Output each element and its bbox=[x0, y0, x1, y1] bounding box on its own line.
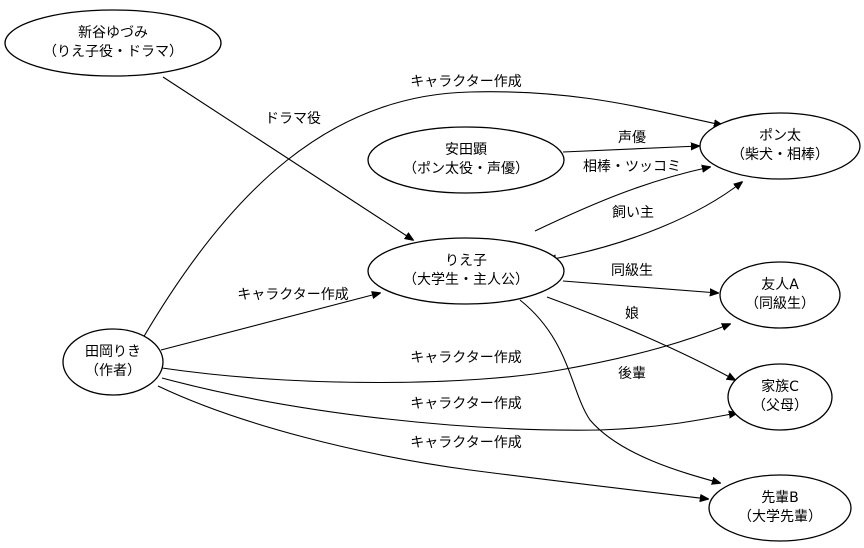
edge-label-char-ponta: キャラクター作成 bbox=[410, 74, 521, 90]
node-seniorB-name: 先輩B bbox=[761, 490, 799, 506]
node-familyC-name: 家族C bbox=[761, 378, 799, 395]
node-ponta: ポン太 （柴犬・相棒） bbox=[699, 112, 861, 180]
node-tajioka-name: 田岡りき bbox=[85, 344, 141, 360]
edge-tajioka-ponta bbox=[142, 91, 722, 339]
node-seniorB: 先輩B （大学先輩） bbox=[708, 474, 852, 542]
edge-tajioka-rieko bbox=[160, 293, 380, 351]
node-friendA: 友人A （同級生） bbox=[719, 261, 841, 329]
node-seniorB-role: （大学先輩） bbox=[738, 509, 822, 525]
edge-tajioka-friendA bbox=[161, 324, 730, 384]
edge-rieko-seniorB bbox=[519, 299, 720, 483]
node-friendA-name: 友人A bbox=[761, 277, 799, 293]
edge-label-char-rieko: キャラクター作成 bbox=[237, 287, 348, 303]
node-rieko-role: （大学生・主人公） bbox=[403, 272, 529, 288]
edge-niitani-rieko bbox=[162, 76, 413, 240]
node-niitani: 新谷ゆづみ （りえ子役・ドラマ） bbox=[4, 9, 222, 77]
edge-rieko-familyC bbox=[546, 296, 735, 380]
edge-label-voice: 声優 bbox=[618, 130, 646, 146]
edge-rieko-ponta-partner bbox=[534, 167, 710, 232]
edge-label-partner: 相棒・ツッコミ bbox=[583, 159, 681, 175]
node-rieko: りえ子 （大学生・主人公） bbox=[367, 237, 565, 305]
edge-label-classmate: 同級生 bbox=[611, 263, 653, 279]
edge-label-daughter: 娘 bbox=[625, 306, 639, 322]
edge-ponta-rieko-owner bbox=[548, 182, 742, 260]
node-ponta-name: ポン太 bbox=[759, 128, 801, 144]
node-familyC: 家族C （父母） bbox=[727, 363, 833, 431]
node-tajioka: 田岡りき （作者） bbox=[62, 328, 164, 396]
edge-label-char-familyC: キャラクター作成 bbox=[410, 396, 521, 412]
node-ponta-role: （柴犬・相棒） bbox=[731, 147, 829, 163]
node-niitani-role: （りえ子役・ドラマ） bbox=[43, 44, 183, 60]
edge-label-owner: 飼い主 bbox=[612, 205, 654, 221]
edges bbox=[142, 76, 742, 499]
edge-tajioka-seniorB bbox=[157, 385, 708, 499]
node-yasuda: 安田顕 （ポン太役・声優） bbox=[367, 126, 565, 194]
edge-label-char-friendA: キャラクター作成 bbox=[410, 350, 521, 366]
node-familyC-role: （父母） bbox=[752, 398, 808, 414]
node-rieko-name: りえ子 bbox=[445, 253, 487, 269]
edge-rieko-friendA bbox=[562, 280, 718, 293]
node-friendA-role: （同級生） bbox=[745, 296, 815, 312]
edge-label-junior: 後輩 bbox=[618, 366, 646, 382]
node-yasuda-role: （ポン太役・声優） bbox=[403, 161, 529, 177]
node-niitani-name: 新谷ゆづみ bbox=[78, 25, 148, 41]
edge-label-drama-role: ドラマ役 bbox=[265, 111, 321, 127]
node-yasuda-name: 安田顕 bbox=[445, 142, 487, 158]
edge-label-char-seniorB: キャラクター作成 bbox=[410, 435, 521, 451]
edge-yasuda-ponta bbox=[562, 146, 699, 153]
node-tajioka-role: （作者） bbox=[85, 363, 141, 379]
edge-tajioka-familyC bbox=[161, 377, 737, 431]
edge-labels: ドラマ役 キャラクター作成 声優 相棒・ツッコミ 飼い主 キャラクター作成 同級… bbox=[237, 74, 681, 451]
